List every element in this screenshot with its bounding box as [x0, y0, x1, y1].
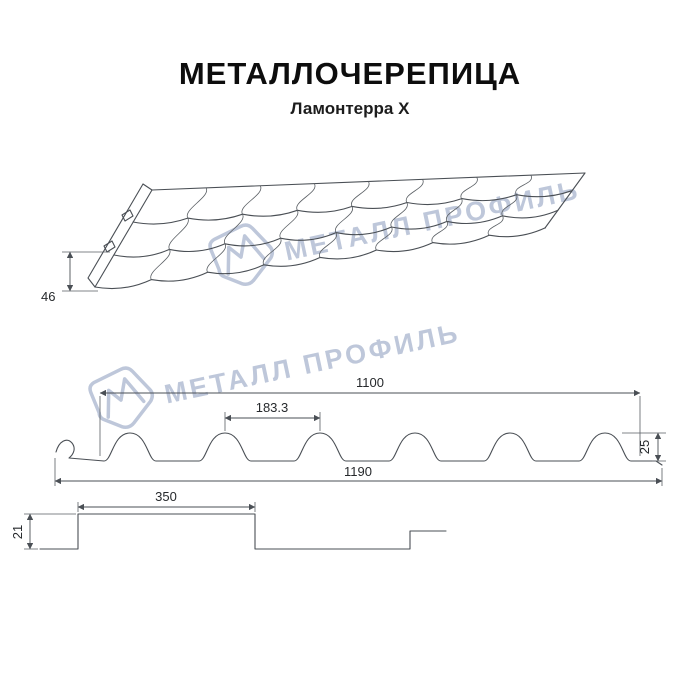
dimension-front-step: 46	[41, 251, 110, 304]
longitudinal-drawing: 350 21	[10, 489, 447, 550]
page-title: МЕТАЛЛОЧЕРЕПИЦА	[178, 56, 522, 91]
page-subtitle: Ламонтерра X	[290, 99, 410, 118]
cross-section-drawing: 1100 183.3 25 1190	[54, 375, 666, 486]
watermark-text: МЕТАЛЛ ПРОФИЛЬ	[162, 317, 463, 409]
dim-21-label: 21	[10, 525, 25, 539]
dimension-full-width: 1190	[54, 458, 663, 486]
watermark-text: МЕТАЛЛ ПРОФИЛЬ	[282, 174, 583, 266]
metal-profil-logo-icon	[208, 223, 275, 286]
dimension-profile-height: 25	[622, 432, 666, 462]
dim-183-label: 183.3	[256, 400, 289, 415]
dimension-step-length: 350	[77, 489, 256, 512]
dim-25-label: 25	[637, 440, 652, 454]
dim-1100-label: 1100	[356, 375, 384, 390]
dimension-step-height: 21	[10, 513, 76, 550]
dim-46-label: 46	[41, 289, 55, 304]
dim-350-label: 350	[155, 489, 177, 504]
dimension-wave-pitch: 183.3	[224, 400, 321, 431]
metal-profil-logo-icon	[88, 366, 155, 429]
perspective-drawing: 46	[41, 172, 586, 304]
dim-1190-label: 1190	[344, 464, 372, 479]
dimension-working-width: 1100	[99, 375, 641, 456]
